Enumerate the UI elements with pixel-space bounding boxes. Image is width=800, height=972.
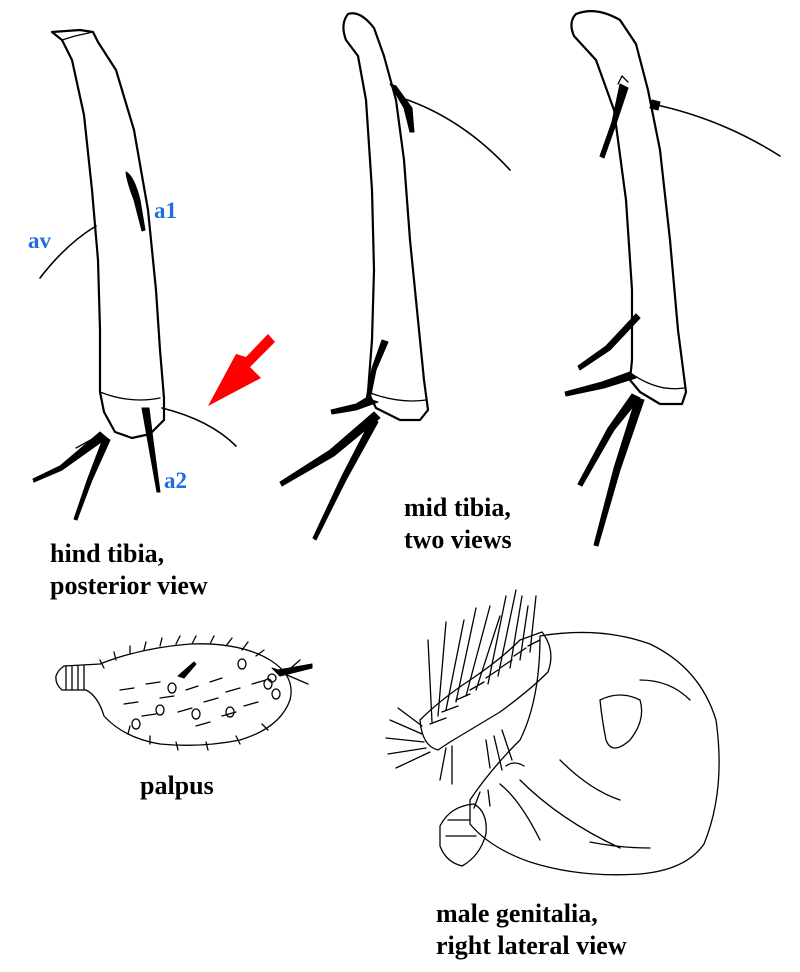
- caption-male-genitalia-line-1: male genitalia,: [436, 899, 598, 928]
- genital-internal: [499, 679, 691, 849]
- mid-tibia-1-bristle-b: [401, 97, 511, 171]
- bristle-apical-right: [161, 407, 237, 447]
- mid-tibia-2-bristle-c: [577, 313, 641, 371]
- genital-setae: [385, 589, 537, 809]
- mid-tibia-2-bristle-base: [649, 99, 661, 111]
- hind-tibia-tip: [61, 31, 94, 41]
- caption-mid-tibia-line-2: two views: [404, 525, 512, 554]
- palpus-sensilla: [131, 658, 281, 730]
- palpus-drawing: [55, 635, 313, 751]
- hind-tibia-outline: [50, 28, 166, 440]
- bristle-apical-left-2: [73, 435, 111, 521]
- mid-tibia-1-outline: [342, 12, 430, 422]
- mid-tibia-2-outline: [570, 9, 688, 406]
- hind-tibia-drawing: [32, 28, 237, 521]
- mid-tibia-2-bristle-e: [577, 393, 641, 487]
- caption-hind-tibia-line-1: hind tibia,: [50, 539, 165, 568]
- mid-tibia-view-2: [564, 9, 781, 547]
- palpus-bristle-1: [177, 661, 197, 679]
- palpus-base-bands: [65, 665, 85, 691]
- red-arrow-shape: [208, 334, 275, 406]
- caption-hind-tibia: hind tibia, posterior view: [50, 538, 208, 602]
- palpus-setae: [99, 635, 269, 751]
- caption-male-genitalia: male genitalia, right lateral view: [436, 898, 627, 962]
- caption-palpus: palpus: [140, 770, 214, 802]
- mid-tibia-2-bristle-a: [599, 83, 629, 159]
- red-arrow-icon: [208, 334, 275, 406]
- mid-tibia-1-bristle-f: [312, 417, 379, 541]
- caption-hind-tibia-line-2: posterior view: [50, 571, 208, 600]
- label-a2: a2: [164, 468, 187, 493]
- mid-tibia-2-bristle-f: [593, 397, 645, 547]
- palpus-outline: [55, 643, 292, 746]
- mid-tibia-2-bristle-b: [651, 103, 781, 157]
- hind-tibia-apex-line: [99, 391, 161, 401]
- bristle-av: [39, 225, 97, 279]
- mid-tibia-view-1: [279, 12, 511, 541]
- mid-tibia-1-apex-line: [367, 391, 427, 402]
- mid-tibia-1-bristle-d: [330, 397, 379, 415]
- caption-palpus-line-1: palpus: [140, 771, 214, 800]
- mid-tibia-2-apex-line: [631, 373, 685, 390]
- genital-surstylus: [439, 803, 487, 867]
- bristle-apical-small: [75, 435, 99, 449]
- mid-tibia-2-bristle-d: [564, 371, 637, 397]
- bristle-a2: [141, 407, 161, 493]
- genital-surstylus-lines: [445, 819, 477, 837]
- mid-tibia-1-bristle-e: [279, 411, 381, 487]
- palpus-apical-setae: [279, 659, 309, 685]
- caption-male-genitalia-line-2: right lateral view: [436, 931, 627, 960]
- mid-tibia-2-bristle-tuft: [617, 75, 629, 85]
- mid-tibia-1-bristle-a: [389, 83, 415, 133]
- label-av: av: [28, 228, 51, 253]
- caption-mid-tibia-line-1: mid tibia,: [404, 493, 511, 522]
- bristle-a1: [125, 171, 146, 232]
- label-a1: a1: [154, 198, 177, 223]
- genital-cercus-bands: [429, 639, 541, 725]
- male-genitalia-drawing: [385, 589, 720, 876]
- caption-mid-tibia: mid tibia, two views: [404, 492, 512, 556]
- genital-capsule: [469, 631, 720, 876]
